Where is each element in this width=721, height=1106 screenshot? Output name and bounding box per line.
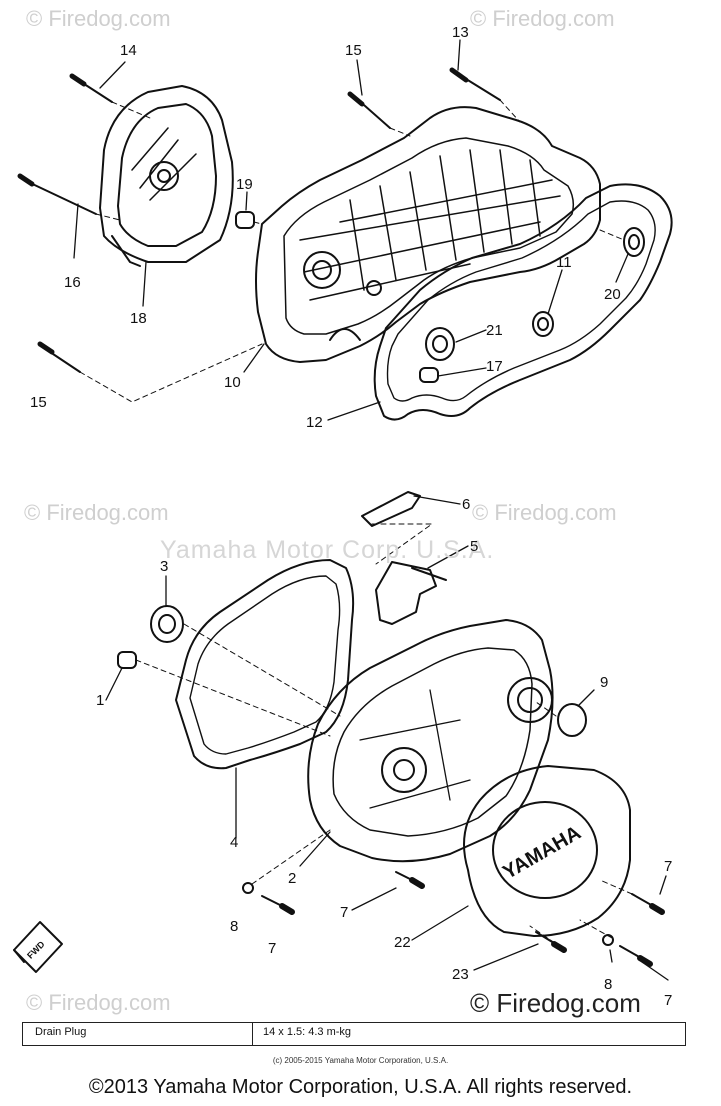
callout-8-right: 8 (604, 976, 613, 993)
part-3-seal (150, 605, 184, 643)
callout-7-right-lower: 7 (664, 992, 673, 1009)
part-20-seal (623, 227, 645, 257)
part-7-bolt-d (619, 945, 653, 967)
part-6-plate (361, 491, 421, 527)
part-7-bolt-a (261, 895, 295, 915)
part-7-bolt-c (631, 893, 665, 915)
part-21-seal (425, 327, 455, 361)
callout-20: 20 (604, 286, 621, 303)
part-11-seal (532, 311, 554, 337)
part-2-clutch-cover (307, 619, 554, 863)
callout-15-lower: 15 (30, 394, 47, 411)
part-4-gasket (175, 559, 355, 770)
part-17-dowel (419, 367, 439, 383)
callout-3: 3 (160, 558, 169, 575)
callout-4: 4 (230, 834, 239, 851)
callout-7-mid: 7 (340, 904, 349, 921)
spec-value: 14 x 1.5: 4.3 m-kg (263, 1026, 352, 1038)
callout-5: 5 (470, 538, 479, 555)
callout-7-left-lower: 7 (268, 940, 277, 957)
fwd-arrow-icon (13, 921, 63, 973)
callout-21: 21 (486, 322, 503, 339)
brand-overlay-watermark: Yamaha Motor Corp. U.S.A. (160, 536, 495, 564)
part-12-gasket (373, 183, 673, 421)
callout-12: 12 (306, 414, 323, 431)
callout-18: 18 (130, 310, 147, 327)
part-1-dowel (117, 651, 137, 669)
spec-table: Drain Plug 14 x 1.5: 4.3 m-kg (22, 1022, 686, 1046)
callout-8-left: 8 (230, 918, 239, 935)
part-16-bolt (17, 173, 97, 215)
fwd-arrow-label: FWD (25, 939, 47, 961)
callout-22: 22 (394, 934, 411, 951)
callout-6: 6 (462, 496, 471, 513)
part-7-bolt-b (395, 871, 425, 889)
callout-9: 9 (600, 674, 609, 691)
watermark-top-left: © Firedog.com (26, 6, 171, 31)
part-13-bolt (449, 67, 501, 101)
watermark-corner: © Firedog.com (470, 988, 641, 1018)
callout-19: 19 (236, 176, 253, 193)
part-5-bracket (375, 561, 447, 625)
part-15-bolt (347, 91, 391, 129)
part-15-bolt-lower (37, 341, 81, 373)
callout-16: 16 (64, 274, 81, 291)
watermark-mid-left: © Firedog.com (24, 500, 169, 525)
callout-17: 17 (486, 358, 503, 375)
callout-15-top: 15 (345, 42, 362, 59)
part-10-crankcase-cover (255, 106, 601, 363)
part-8-washer (242, 882, 254, 894)
callout-14: 14 (120, 42, 137, 59)
watermark-top-right: © Firedog.com (470, 6, 615, 31)
callout-1: 1 (96, 692, 105, 709)
part-22-crankcase-cover (463, 765, 631, 937)
callout-13: 13 (452, 24, 469, 41)
watermark-bottom-left: © Firedog.com (26, 990, 171, 1015)
footer-copyright: ©2013 Yamaha Motor Corporation, U.S.A. A… (88, 1076, 633, 1098)
callout-10: 10 (224, 374, 241, 391)
part-19-dowel (235, 211, 255, 229)
watermark-mid-right: © Firedog.com (472, 500, 617, 525)
part-9-plug (557, 703, 587, 737)
callout-23: 23 (452, 966, 469, 983)
small-copyright: (c) 2005-2015 Yamaha Motor Corporation, … (272, 1056, 449, 1065)
cover-logo-text: YAMAHA (499, 822, 584, 884)
part-14-outer-cover (99, 85, 234, 267)
callout-2: 2 (288, 870, 297, 887)
callout-7-right-upper: 7 (664, 858, 673, 875)
spec-item: Drain Plug (23, 1023, 253, 1045)
callout-11: 11 (556, 254, 572, 271)
part-8-washer-right (602, 934, 614, 946)
part-14-bolt (69, 73, 113, 103)
